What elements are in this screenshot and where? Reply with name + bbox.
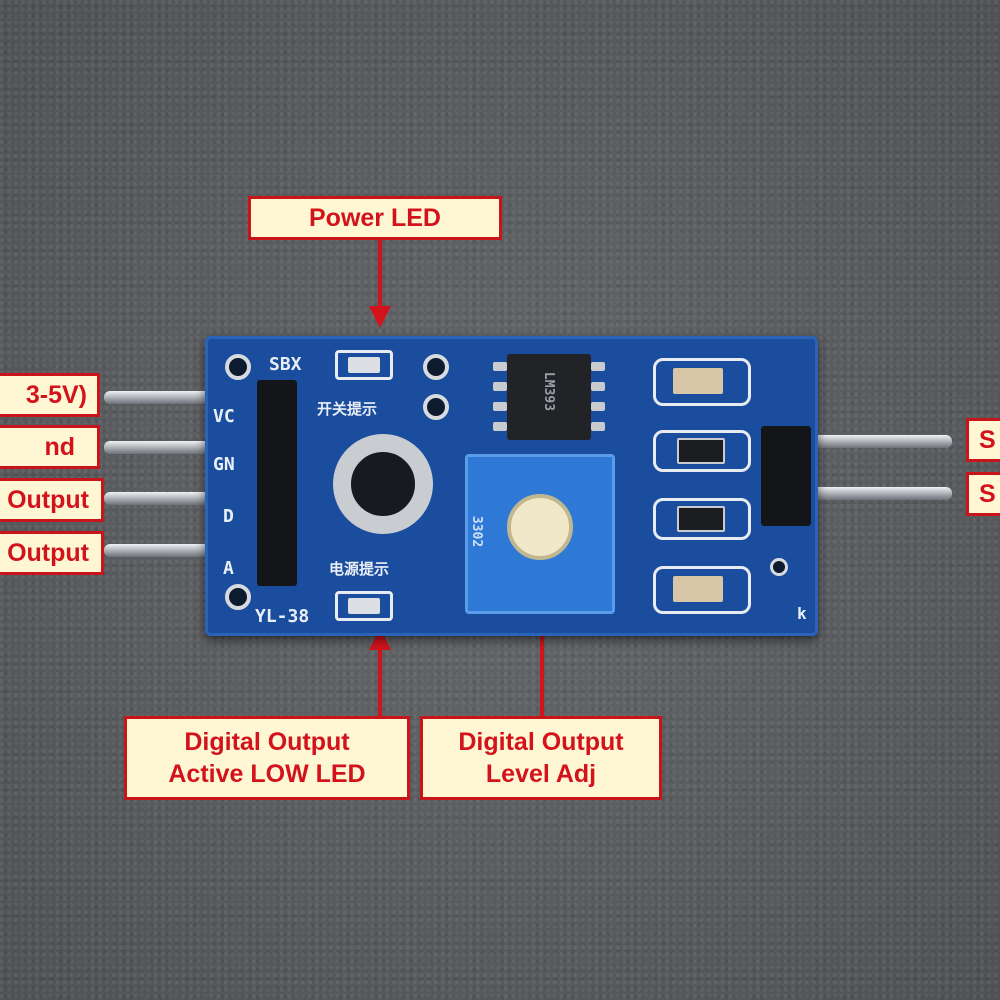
capacitor-pad-1 (653, 358, 751, 406)
silk-top: SBX (269, 354, 302, 375)
silk-model: YL-38 (255, 606, 310, 627)
level-adj-arrow-line (540, 580, 544, 716)
level-adjust-potentiometer[interactable]: 3302 (465, 454, 615, 614)
chip-marking: LM393 (541, 371, 557, 412)
silk-gnd: GN (213, 454, 235, 475)
sensor-a-text: S (979, 426, 996, 454)
silk-vcc: VC (213, 406, 235, 427)
chip-leg (493, 362, 507, 371)
chip-leg (493, 422, 507, 431)
right-header (761, 426, 811, 526)
level-adj-line2: Level Adj (485, 760, 597, 788)
digital-output-led (335, 591, 393, 621)
mount-hole-right (770, 558, 788, 576)
digital-output-pin-label: Output (0, 478, 104, 522)
resistor-pad-2 (653, 498, 751, 540)
via-hole-1 (423, 354, 449, 380)
lm393-chip: LM393 (507, 354, 591, 440)
pot-code: 3302 (469, 515, 485, 548)
chip-leg (591, 402, 605, 411)
digital-output-led-line2: Active LOW LED (168, 760, 366, 788)
via-hole-2 (423, 394, 449, 420)
sensor-pin-a (790, 435, 952, 448)
mount-hole-center (333, 434, 433, 534)
analog-output-pin-text: Output (7, 539, 89, 567)
capacitor-2 (673, 576, 723, 602)
left-header (257, 380, 297, 586)
gnd-label: nd (0, 425, 100, 469)
chip-leg (591, 422, 605, 431)
resistor-1 (677, 438, 725, 464)
sensor-b-text: S (979, 480, 996, 508)
digital-output-led-line1: Digital Output (184, 728, 350, 756)
power-led-arrow-head (369, 306, 391, 328)
level-adj-label: Digital Output Level Adj (420, 716, 662, 800)
pcb-board: SBX VC GN D A YL-38 开关提示 电源提示 k LM393 33… (205, 336, 818, 636)
resistor-2 (677, 506, 725, 532)
sensor-a-label: S (966, 418, 1000, 462)
vcc-label: 3-5V) (0, 373, 100, 417)
power-led-text: Power LED (309, 204, 441, 232)
silk-cn-power: 电源提示 (329, 560, 390, 578)
capacitor-1 (673, 368, 723, 394)
vcc-label-text: 3-5V) (25, 381, 87, 409)
chip-leg (591, 362, 605, 371)
power-led-arrow-line (378, 240, 382, 308)
gnd-label-text: nd (44, 433, 75, 461)
sensor-pin-b (790, 487, 952, 500)
digital-output-pin-text: Output (7, 486, 89, 514)
mount-hole-top-left (225, 354, 251, 380)
capacitor-pad-2 (653, 566, 751, 614)
power-led-label: Power LED (248, 196, 502, 240)
level-adj-line1: Digital Output (458, 728, 624, 756)
do-led-arrow-line (378, 648, 382, 716)
sensor-b-label: S (966, 472, 1000, 516)
power-led (335, 350, 393, 380)
silk-k: k (797, 604, 807, 623)
chip-leg (493, 382, 507, 391)
chip-leg (493, 402, 507, 411)
chip-leg (591, 382, 605, 391)
resistor-pad-1 (653, 430, 751, 472)
silk-ao: A (223, 558, 234, 579)
potentiometer-knob[interactable] (507, 494, 573, 560)
digital-output-led-label: Digital Output Active LOW LED (124, 716, 410, 800)
silk-cn-switch: 开关提示 (317, 400, 378, 418)
mount-hole-bottom-left (225, 584, 251, 610)
analog-output-pin-label: Output (0, 531, 104, 575)
silk-do: D (223, 506, 234, 527)
